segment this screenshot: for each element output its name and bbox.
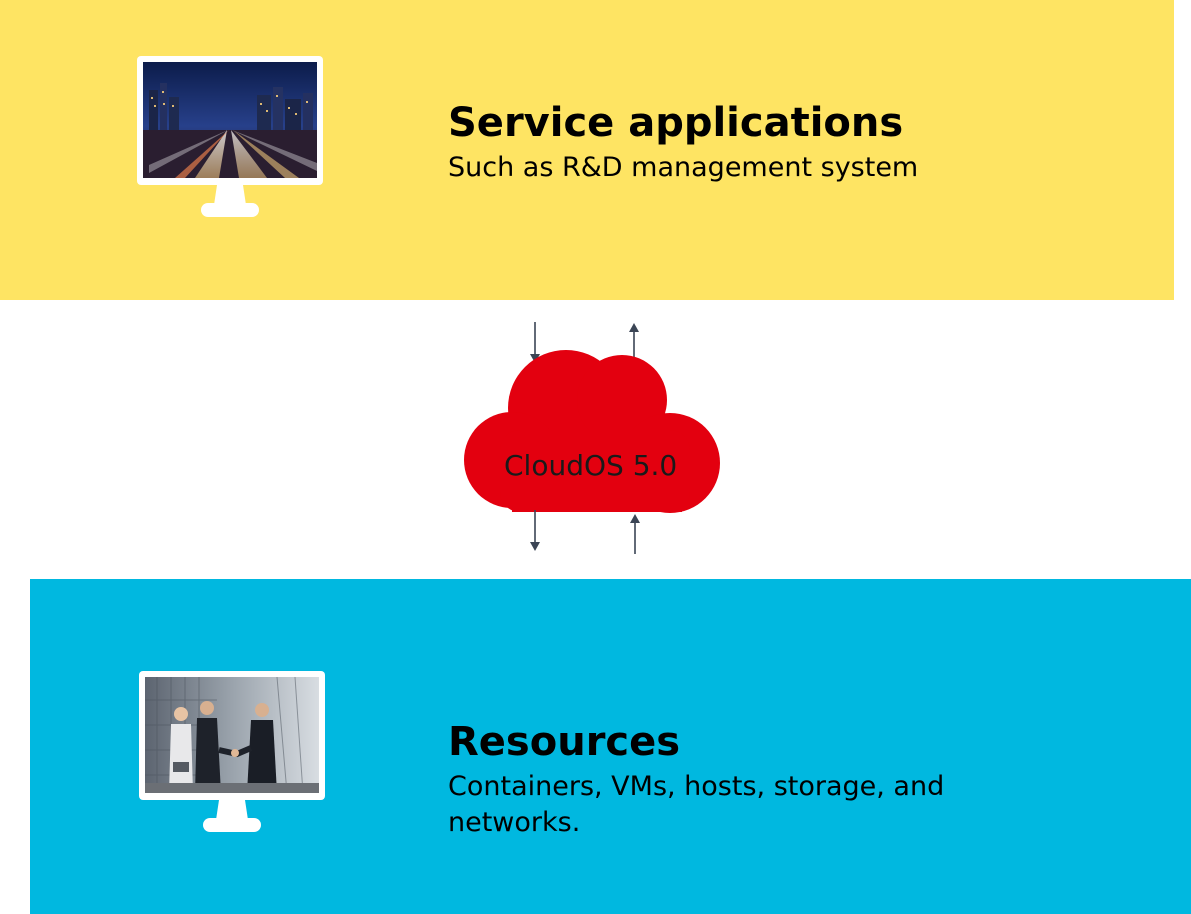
up-arrow-icon [630, 514, 640, 554]
business-handshake-photo-icon [139, 671, 325, 832]
service-applications-description: Such as R&D management system [448, 152, 919, 183]
city-night-photo-icon [137, 56, 323, 217]
resources-description: Containers, VMs, hosts, storage, and net… [448, 771, 945, 838]
resources-title: Resources [448, 719, 681, 765]
service-applications-panel: Service applications Such as R&D managem… [0, 0, 1174, 300]
service-applications-title: Service applications [448, 100, 904, 146]
cloud-icon [464, 322, 720, 554]
down-arrow-icon [530, 510, 540, 551]
resources-panel: Resources Containers, VMs, hosts, storag… [30, 579, 1191, 914]
cloudos-label: CloudOS 5.0 [504, 449, 678, 482]
cloudos-diagram: CloudOS 5.0 [370, 310, 802, 562]
down-arrow-icon [530, 322, 540, 363]
